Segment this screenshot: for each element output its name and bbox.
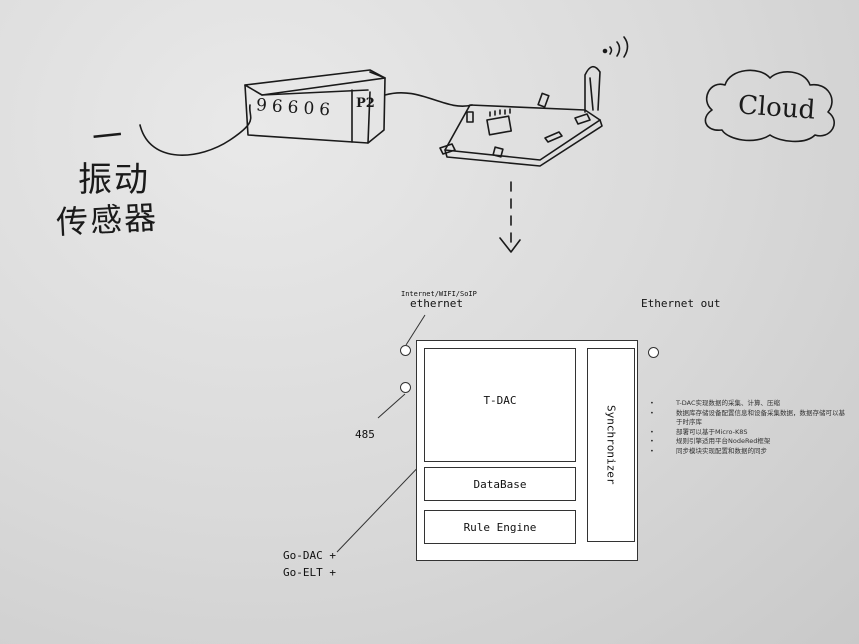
edge-gateway-box: T-DAC DataBase Rule Engine Synchronizer — [416, 340, 638, 561]
synchronizer-label: Synchronizer — [604, 405, 618, 485]
note-item: 数据库存储设备配置信息和设备采集数据，数据存储可以基于时序库 — [650, 409, 850, 428]
tdac-label: T-DAC — [483, 393, 517, 407]
ethernet-out-label: Ethernet out — [641, 297, 721, 310]
network-caption: Internet/WIFI/SoIP — [401, 290, 477, 298]
note-item: T-DAC实现数据的采集、计算、压缩 — [650, 399, 850, 409]
note-item: 规则引擎适用平台NodeRed框架 — [650, 437, 850, 447]
rs485-port — [400, 382, 411, 393]
sensor-label-line-1: 一 — [90, 118, 125, 157]
note-item: 部署可以基于Micro-K8S — [650, 428, 850, 438]
ethernet-port — [400, 345, 411, 356]
ethernet-out-port — [648, 347, 659, 358]
data-collector-box-drawing — [244, 69, 386, 144]
rs485-label: 485 — [355, 428, 375, 441]
rule-engine-block: Rule Engine — [424, 510, 576, 544]
note-item: 同步模块实现配置和数据的同步 — [650, 447, 850, 457]
sensor-label-line-3: 传感器 — [55, 198, 160, 242]
database-label: DataBase — [473, 477, 527, 491]
cloud-label: Cloud — [737, 90, 817, 126]
tdac-block: T-DAC — [424, 348, 576, 462]
notes-list: T-DAC实现数据的采集、计算、压缩 数据库存储设备配置信息和设备采集数据，数据… — [650, 399, 850, 456]
synchronizer-block: Synchronizer — [587, 348, 635, 542]
board-cable — [384, 91, 473, 107]
go-dac-label: Go-DAC + — [283, 549, 336, 562]
cloud-drawing — [704, 69, 835, 143]
rule-engine-label: Rule Engine — [463, 520, 537, 534]
database-block: DataBase — [424, 467, 576, 501]
box-tag: P2 — [356, 96, 375, 111]
sensor-label-line-2: 振动 — [78, 160, 150, 200]
ethernet-label: ethernet — [410, 297, 463, 310]
sensor-cable — [139, 104, 252, 156]
go-elt-label: Go-ELT + — [283, 566, 336, 579]
circuit-board-drawing — [439, 65, 603, 167]
